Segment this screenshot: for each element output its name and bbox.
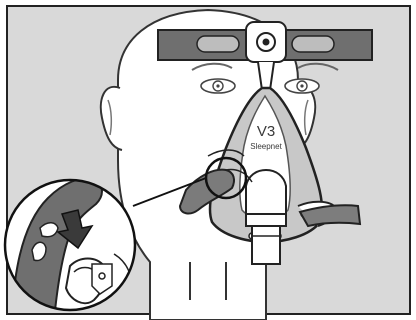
- elbow-connector: [245, 213, 287, 227]
- face-mask-icon: V3 Sleepnet: [178, 86, 362, 265]
- mask-model-label: V3: [257, 123, 275, 140]
- tube-end: [251, 225, 281, 265]
- right-eye: [284, 78, 320, 94]
- leader-line: [132, 177, 207, 207]
- headgear-strap-icon: [157, 21, 373, 91]
- left-eye: [200, 78, 236, 94]
- arrow-down-icon: [56, 209, 94, 250]
- mask-brand-label: Sleepnet: [250, 142, 282, 151]
- neck: [189, 262, 227, 300]
